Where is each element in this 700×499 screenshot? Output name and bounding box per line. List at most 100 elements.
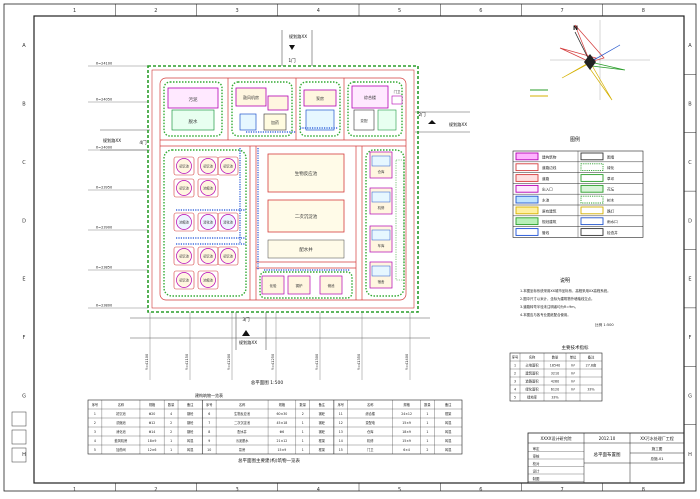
building-label-main1: 生物反应池 — [295, 170, 318, 177]
north-buildings: 污泥 脱水 鼓风机房 加药 泵房 综合楼 变配 门卫 — [167, 85, 403, 131]
gate-south-label: 3门 — [242, 316, 250, 323]
building-table-cell: 1 — [170, 448, 172, 452]
south-buildings: 化验锅炉储池 — [261, 275, 343, 295]
building-table-cell: 鼓风机房 — [115, 438, 128, 443]
coord-x-label: X=23950 — [96, 186, 112, 190]
building-table-title: 建构筑物一览表 — [195, 392, 223, 398]
internal-roads — [159, 77, 407, 301]
frame-letter-right: G — [688, 393, 692, 399]
building-table-cell: 消化池 — [116, 429, 126, 434]
building-table-cell: 10 — [207, 448, 211, 452]
legend-swatch — [580, 217, 604, 226]
south-building-label: 锅炉 — [296, 283, 303, 288]
west-circular-tanks: 初沉池初沉池初沉池初沉池浓缩池浓缩池消化池消化池初沉池初沉池初沉池初沉池浓缩池 — [173, 156, 239, 290]
frame-number-top: 1 — [73, 8, 76, 14]
legend-swatch — [515, 174, 539, 182]
gate-west-label: 4门 — [139, 139, 147, 146]
legend-swatch — [515, 206, 539, 215]
building-table-cell: 2 — [426, 448, 428, 452]
frame-letter-left: A — [22, 43, 26, 49]
legend-swatch — [515, 163, 539, 172]
coord-x-label: X=24000 — [96, 146, 112, 150]
building-table-cell: 60×30 — [277, 412, 288, 416]
coord-y-label: Y=41200 — [227, 354, 231, 370]
tank-label: 初沉池 — [179, 164, 189, 169]
building-table-cell: 6×4 — [403, 448, 410, 452]
legend-title: 图例 — [570, 136, 580, 143]
building-table-cell: 综合楼 — [365, 411, 375, 416]
tank-label: 浓缩池 — [203, 278, 213, 283]
building-table-cell: 1 — [302, 448, 304, 452]
legend-label: 雨水口 — [607, 219, 618, 224]
building-table-cell: 砖混 — [445, 420, 452, 425]
tank-label: 初沉池 — [223, 254, 233, 259]
frame-number-top: 3 — [236, 8, 239, 14]
frame-number-top: 6 — [479, 8, 482, 14]
building-table-cell: Φ20 — [149, 412, 156, 416]
tank-label: 初沉池 — [179, 278, 189, 283]
building-table-header-cell: 名称 — [239, 402, 246, 407]
building-table-header-cell: 数量 — [300, 402, 307, 407]
summary-table-title: 主要技术指标 — [562, 344, 589, 351]
legend: 图例 建构筑物围墙道路边线绿化道路草坪出入口花坛水池树木原有建筑路灯规划建筑雨水… — [512, 136, 644, 238]
building-table-cell: Φ12 — [149, 421, 156, 425]
legend-swatch — [515, 228, 539, 236]
south-building-label: 储池 — [328, 283, 335, 288]
building-table-cell: 加药间 — [116, 447, 126, 452]
building-table-cell: 1 — [302, 421, 304, 425]
building-table-cell: 12×6 — [148, 448, 157, 452]
frame-number-bottom: 2 — [154, 487, 157, 493]
building-table-cell: 14 — [339, 439, 343, 443]
road-south-label: 规划路XX — [239, 339, 257, 346]
building-table-cell: 砖混 — [445, 447, 452, 452]
summary-cell: m² — [571, 372, 576, 376]
frame-letter-left: F — [23, 335, 26, 341]
building-table-cell: 5 — [94, 448, 96, 452]
legend-swatch — [580, 174, 604, 182]
tank-label: 消化池 — [223, 220, 233, 225]
frame-letter-right: A — [688, 43, 692, 49]
tank-label: 初沉池 — [179, 186, 189, 191]
building-table-cell: 框架 — [445, 411, 452, 416]
tank-label: 浓缩池 — [179, 220, 189, 225]
wind-rose: N — [530, 20, 650, 101]
building-table-cell: 配水井 — [237, 429, 247, 434]
summary-cell: 占地面积 — [525, 363, 539, 368]
building-table-cell: 泵房 — [239, 447, 245, 452]
building-table-cell: 7 — [208, 421, 210, 425]
coord-y-label: Y=41250 — [271, 354, 275, 370]
building-label-ne1: 门卫 — [394, 89, 401, 94]
summary-cell: 4 — [514, 388, 516, 392]
building-table-cell: 6 — [208, 412, 210, 416]
frame-number-bottom: 1 — [73, 487, 76, 493]
frame-letter-right: D — [688, 218, 692, 224]
building-label-n2: 加药 — [271, 119, 279, 125]
legend-label: 道路 — [542, 176, 550, 181]
summary-cell: 1 — [514, 364, 516, 368]
summary-cell: 33% — [587, 388, 594, 392]
frame-number-bottom: 4 — [317, 487, 320, 493]
title-role: 审核 — [533, 454, 540, 459]
east-building-label: 车库 — [378, 243, 385, 248]
title-role: 设计 — [533, 469, 540, 474]
coord-x-label: X=23900 — [96, 226, 112, 230]
title-drawing-name: 总平面布置图 — [594, 451, 621, 458]
title-number: 总施-01 — [650, 456, 663, 461]
building-table-cell: 污泥脱水 — [236, 438, 250, 443]
building-table-cell: 砖混 — [445, 429, 452, 434]
summary-cell: 5 — [514, 396, 516, 400]
frame-letter-left: G — [22, 393, 26, 399]
east-building-label: 宿舍 — [378, 279, 385, 284]
note-line-3: 3.道路转弯半径未注明者均为R=9m。 — [520, 304, 578, 309]
road-west-label: 规划路XX — [103, 137, 121, 144]
title-phase: 施工图 — [652, 446, 663, 451]
road-north-label: 规划路XX — [289, 33, 307, 40]
legend-label: 道路边线 — [542, 165, 557, 170]
building-table-header-cell: 规格 — [403, 402, 410, 407]
building-table-cell: 砖混 — [445, 438, 452, 443]
frame-letter-left: D — [22, 218, 26, 224]
tank-label: 初沉池 — [179, 254, 189, 259]
building-table-cell: 门卫 — [367, 447, 374, 452]
